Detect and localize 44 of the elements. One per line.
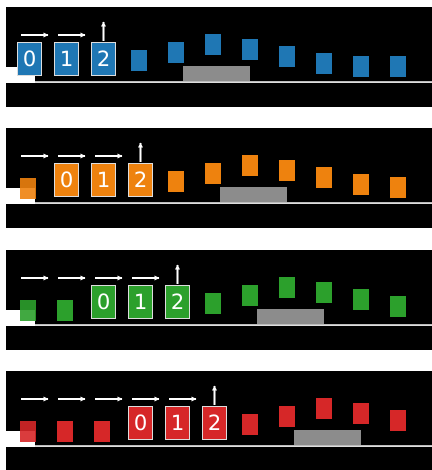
block	[131, 50, 147, 71]
numbered-block: 1	[128, 285, 153, 319]
block	[57, 421, 73, 442]
block	[316, 282, 332, 303]
block	[242, 155, 258, 176]
block	[316, 53, 332, 74]
block	[353, 174, 369, 195]
block	[168, 171, 184, 192]
block	[353, 289, 369, 310]
block	[168, 42, 184, 63]
block	[279, 406, 295, 427]
block	[242, 414, 258, 435]
block	[279, 46, 295, 67]
block	[390, 177, 406, 198]
numbered-block: 0	[17, 42, 42, 76]
numbered-block: 2	[202, 406, 227, 440]
block	[20, 178, 36, 199]
numbered-block: 2	[165, 285, 190, 319]
block	[242, 39, 258, 60]
block	[390, 56, 406, 77]
block	[57, 300, 73, 321]
block	[205, 34, 221, 55]
numbered-block: 1	[165, 406, 190, 440]
numbered-block: 2	[91, 42, 116, 76]
numbered-block: 2	[128, 163, 153, 197]
block	[94, 421, 110, 442]
block	[279, 160, 295, 181]
block	[205, 163, 221, 184]
block	[353, 403, 369, 424]
block	[20, 300, 36, 321]
block	[20, 421, 36, 442]
numbered-block: 0	[128, 406, 153, 440]
numbered-block: 0	[91, 285, 116, 319]
numbered-block: 0	[54, 163, 79, 197]
block	[279, 277, 295, 298]
block	[353, 56, 369, 77]
block	[316, 167, 332, 188]
block	[205, 293, 221, 314]
block	[390, 296, 406, 317]
block	[390, 410, 406, 431]
numbered-block: 1	[91, 163, 116, 197]
numbered-block: 1	[54, 42, 79, 76]
block	[316, 398, 332, 419]
block	[242, 285, 258, 306]
